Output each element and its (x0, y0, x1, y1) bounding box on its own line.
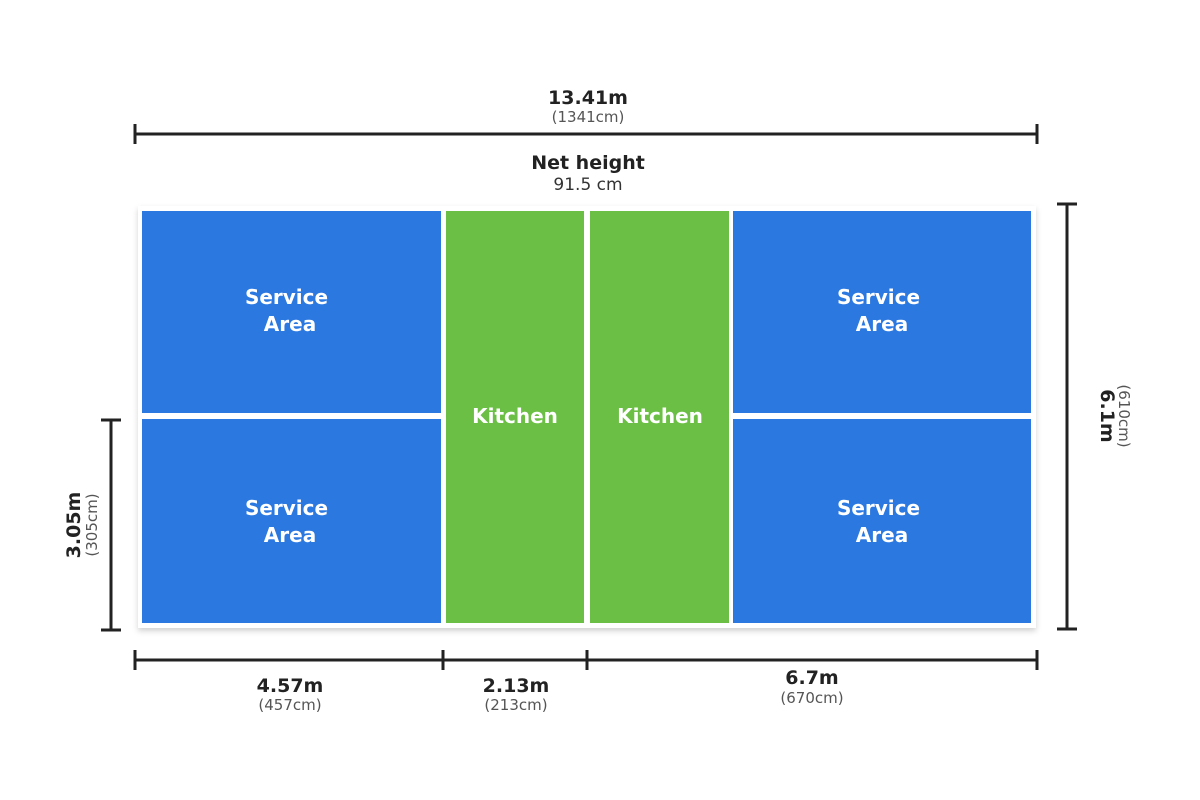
half-court-length-sublabel: (670cm) (780, 689, 843, 707)
half-width-label: 3.05m (63, 492, 85, 559)
bottom-dimension-line (133, 650, 1039, 670)
service-area-label-bottom-right: Service Area (837, 496, 927, 547)
kitchen-zone-right (590, 211, 729, 623)
half-width-dimension (101, 418, 121, 632)
total-length-label: 13.41m (548, 87, 628, 109)
court-width-sublabel: (610cm) (1115, 384, 1133, 447)
kitchen-length-label: 2.13m (483, 675, 550, 697)
service-area-bottom-right (733, 419, 1031, 623)
net-height-title: Net height (531, 152, 645, 174)
total-length-dimension (133, 124, 1039, 144)
court-width-label: 6.1m (1096, 389, 1118, 442)
service-length-label: 4.57m (257, 675, 324, 697)
service-area-bottom-left (142, 419, 441, 623)
half-court-length-label: 6.7m (785, 667, 838, 689)
service-area-top-left (142, 211, 441, 413)
kitchen-zone-left (446, 211, 584, 623)
kitchen-label-right: Kitchen (617, 404, 703, 428)
net-height-value: 91.5 cm (553, 175, 622, 195)
total-length-sublabel: (1341cm) (552, 108, 625, 126)
service-area-label-top-right: Service Area (837, 285, 927, 336)
half-width-sublabel: (305cm) (83, 493, 101, 556)
service-length-sublabel: (457cm) (258, 696, 321, 714)
service-area-label-bottom-left: Service Area (245, 496, 335, 547)
service-area-top-right (733, 211, 1031, 413)
kitchen-label-left: Kitchen (472, 404, 558, 428)
kitchen-length-sublabel: (213cm) (484, 696, 547, 714)
court-width-dimension (1057, 202, 1077, 631)
service-area-label-top-left: Service Area (245, 285, 335, 336)
